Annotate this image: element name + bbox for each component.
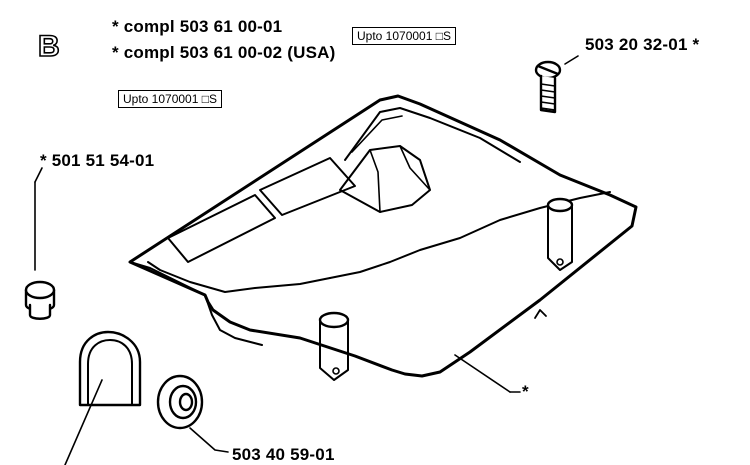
rubber-plug-part — [24, 280, 56, 320]
callout-screw: 503 20 32-01 * — [585, 35, 700, 54]
header-line-2: * compl 503 61 00-02 (USA) — [112, 43, 336, 62]
screw-part — [534, 60, 562, 114]
cap-part — [78, 330, 142, 407]
callout-plug: * 501 51 54-01 — [40, 151, 155, 170]
mount-boss-right — [546, 197, 574, 271]
vent-panel-right — [259, 157, 356, 216]
cylinder-cover — [128, 94, 638, 381]
section-letter: B — [37, 30, 60, 63]
mount-boss-left — [318, 311, 350, 381]
callout-grommet: 503 40 59-01 — [232, 445, 335, 464]
leader-lines — [34, 55, 579, 465]
vent-panel-left — [167, 194, 276, 263]
serial-note-box-2: Upto 1070001 □S — [118, 90, 222, 108]
header-line-1: * compl 503 61 00-01 — [112, 17, 283, 36]
grommet-part — [156, 374, 204, 430]
callout-cover: * — [522, 382, 529, 401]
serial-note-box-1: Upto 1070001 □S — [352, 27, 456, 45]
